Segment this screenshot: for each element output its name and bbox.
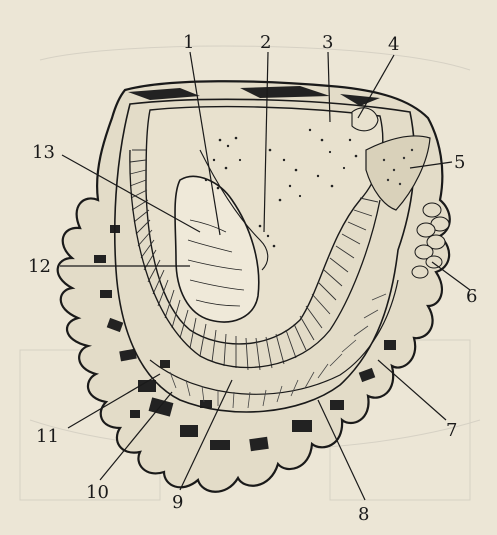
label-9: 9 [172, 492, 183, 513]
label-7: 7 [446, 420, 457, 441]
label-10: 10 [86, 482, 109, 503]
label-4: 4 [388, 34, 399, 55]
label-13: 13 [32, 142, 55, 163]
label-3: 3 [322, 32, 333, 53]
label-12: 12 [28, 256, 51, 277]
label-8: 8 [358, 504, 369, 525]
label-5: 5 [454, 152, 465, 173]
label-11: 11 [36, 426, 59, 447]
label-2: 2 [260, 32, 271, 53]
label-1: 1 [183, 32, 194, 53]
label-6: 6 [466, 286, 477, 307]
pericardium [352, 108, 378, 131]
